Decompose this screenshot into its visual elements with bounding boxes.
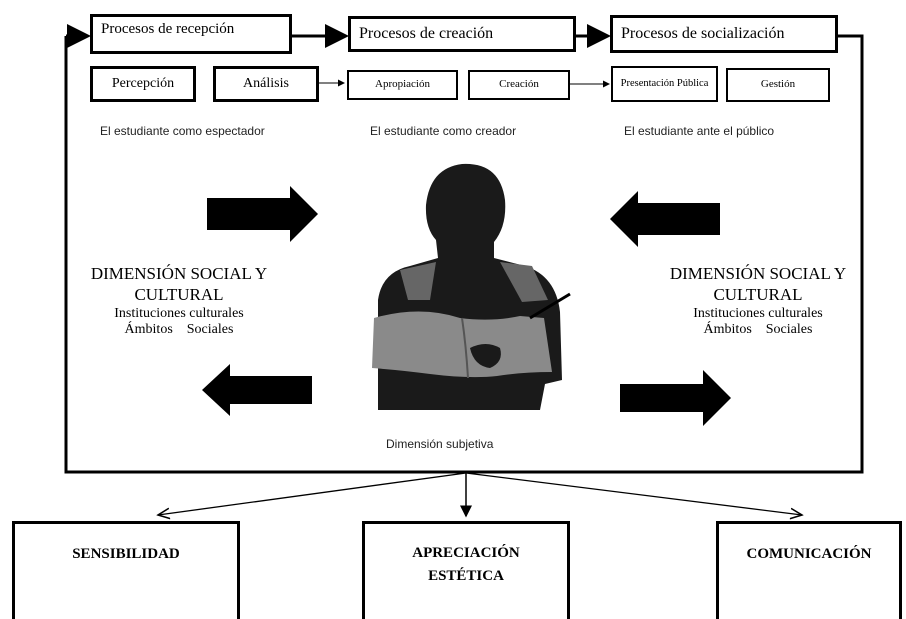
to-sensibility-arrow [158,472,467,515]
social-spheres-label: Ámbitos Sociales [703,321,813,337]
aesthetic-appreciation-box: APRECIACIÓN ESTÉTICA [362,521,570,619]
sensibility-label: SENSIBILIDAD [72,546,180,562]
social-spheres-label: Ámbitos Sociales [124,321,234,337]
right-top-arrow [610,191,720,247]
aesthetic-appreciation-label: APRECIACIÓN ESTÉTICA [412,545,520,584]
reception-process-box: Procesos de recepción [90,14,292,54]
student-silhouette [372,163,571,410]
social-dimension-title: DIMENSIÓN SOCIAL Y CULTURAL [90,264,268,305]
public-presentation-box: Presentación Pública [611,66,718,102]
socialization-process-label: Procesos de socialización [621,25,785,42]
role-spectator: El estudiante como espectador [100,124,265,138]
creation-process-label: Procesos de creación [359,25,494,42]
public-presentation-label: Presentación Pública [620,78,709,90]
perception-label: Percepción [111,75,175,91]
communication-box: COMUNICACIÓN [716,521,902,619]
creation-label: Creación [499,78,539,91]
communication-label: COMUNICACIÓN [746,546,872,562]
role-public: El estudiante ante el público [624,124,775,138]
sensibility-box: SENSIBILIDAD [12,521,240,619]
socialization-process-box: Procesos de socialización [610,15,838,53]
main-frame [64,34,864,474]
creation-box: Creación [468,70,570,100]
to-communication-arrow [465,472,802,515]
left-bottom-arrow [202,364,312,416]
social-dimension-left: DIMENSIÓN SOCIAL Y CULTURAL Institucione… [86,263,272,338]
appropriation-box: Apropiación [347,70,458,100]
cultural-institutions-label: Instituciones culturales [114,305,244,321]
management-box: Gestión [726,68,830,102]
cultural-institutions-label: Instituciones culturales [693,305,823,321]
analysis-box: Análisis [213,66,319,102]
subjective-dimension-label: Dimensión subjetiva [386,437,494,451]
role-creator: El estudiante como creador [370,124,517,138]
reception-process-label: Procesos de recepción [101,21,235,37]
perception-box: Percepción [90,66,196,102]
social-dimension-right: DIMENSIÓN SOCIAL Y CULTURAL Institucione… [660,263,856,338]
creation-process-box: Procesos de creación [348,16,576,52]
management-label: Gestión [760,78,796,91]
analysis-label: Análisis [243,75,289,91]
appropriation-label: Apropiación [375,78,430,91]
right-bottom-arrow [620,370,731,426]
left-top-arrow [207,186,318,242]
social-dimension-title: DIMENSIÓN SOCIAL Y CULTURAL [669,264,847,305]
